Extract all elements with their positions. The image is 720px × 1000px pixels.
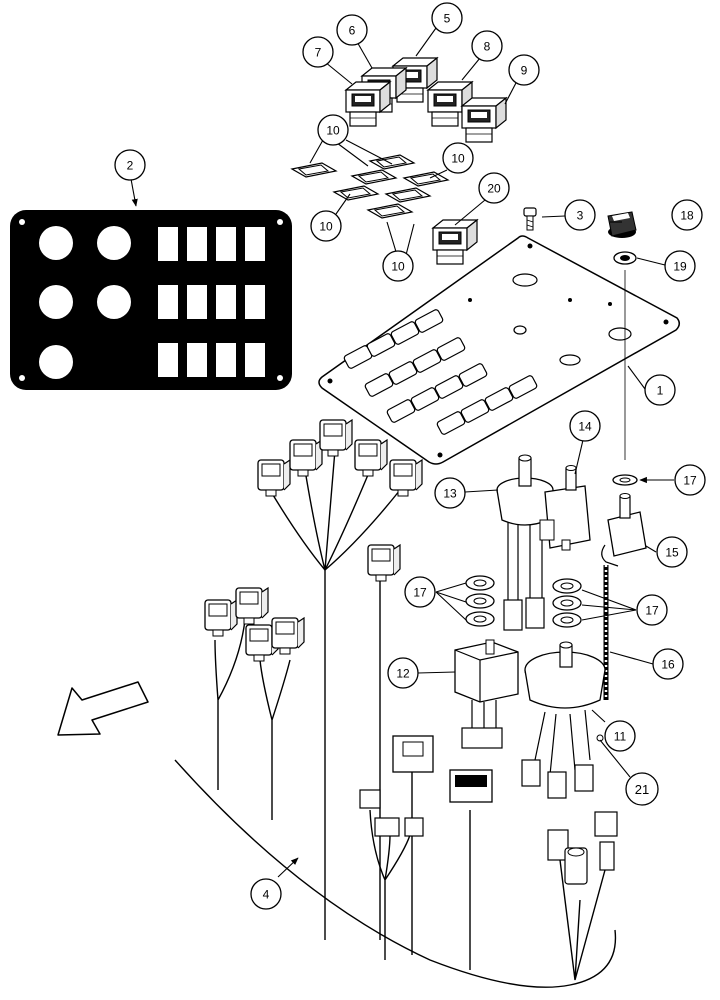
callout-15: 15: [656, 536, 688, 568]
callout-17-top: 17: [674, 464, 706, 496]
callout-12: 12: [387, 657, 419, 689]
callouts: 1 2 3 4 5 6 7 8 9 10 10 10 10 11 12 13 1…: [114, 2, 706, 910]
wiring-harness: [174, 449, 617, 988]
svg-text:11: 11: [614, 730, 627, 744]
rocker-switch-9: [461, 97, 507, 143]
svg-text:12: 12: [396, 667, 410, 681]
callout-21: 21: [625, 772, 659, 806]
callout-18: 18: [671, 199, 703, 231]
callout-14: 14: [569, 410, 601, 442]
callout-20: 20: [478, 172, 510, 204]
callout-8: 8: [471, 30, 503, 62]
switch-lenses: [291, 154, 449, 219]
harness-connectors: [204, 419, 618, 885]
svg-text:3: 3: [577, 209, 584, 223]
screw-3: [523, 207, 537, 231]
switch-15: [601, 474, 647, 567]
svg-text:21: 21: [635, 782, 649, 797]
svg-text:2: 2: [127, 159, 134, 173]
svg-text:6: 6: [349, 24, 356, 38]
callout-10-left: 10: [310, 210, 342, 242]
callout-17-left: 17: [404, 576, 436, 608]
callout-19: 19: [664, 250, 696, 282]
svg-text:10: 10: [326, 124, 340, 138]
svg-text:7: 7: [315, 46, 322, 60]
callout-4: 4: [250, 878, 282, 910]
callout-10-top: 10: [317, 114, 349, 146]
nut-19: [613, 251, 637, 265]
svg-text:9: 9: [521, 64, 528, 78]
svg-text:16: 16: [661, 658, 675, 672]
svg-text:13: 13: [443, 487, 457, 501]
svg-text:10: 10: [319, 220, 333, 234]
svg-text:10: 10: [451, 152, 465, 166]
svg-text:5: 5: [444, 12, 451, 26]
svg-text:14: 14: [578, 420, 592, 434]
callout-7: 7: [302, 36, 334, 68]
switch-14: [539, 465, 591, 551]
callout-11: 11: [604, 720, 636, 752]
washers-17: [465, 575, 582, 628]
callout-6: 6: [336, 14, 368, 46]
callout-2: 2: [114, 149, 146, 181]
leader-lines: [130, 27, 674, 878]
svg-text:1: 1: [657, 384, 664, 398]
mounting-plate: [318, 235, 680, 465]
callout-17-right: 17: [636, 594, 668, 626]
svg-text:17: 17: [413, 586, 427, 600]
callout-10-right: 10: [442, 142, 474, 174]
rotary-switch-13: [496, 454, 554, 631]
knob-18: [607, 211, 637, 238]
svg-text:19: 19: [673, 260, 687, 274]
svg-text:18: 18: [680, 209, 694, 223]
svg-text:17: 17: [683, 474, 697, 488]
svg-text:10: 10: [391, 260, 405, 274]
rocker-switch-7: [345, 81, 391, 127]
faceplate-panel: [10, 210, 292, 390]
callout-9: 9: [508, 54, 540, 86]
callout-10-bottom: 10: [382, 250, 414, 282]
direction-arrow-icon: [57, 681, 149, 736]
relay-12: [454, 639, 519, 749]
svg-text:15: 15: [665, 546, 679, 560]
callout-1: 1: [644, 374, 676, 406]
svg-text:20: 20: [487, 182, 501, 196]
svg-text:4: 4: [263, 888, 270, 902]
callout-5: 5: [431, 2, 463, 34]
callout-3: 3: [564, 199, 596, 231]
callout-13: 13: [434, 477, 466, 509]
rocker-switch-20: [432, 219, 478, 265]
svg-text:17: 17: [645, 604, 659, 618]
rotary-switch-11: [521, 641, 606, 799]
svg-text:8: 8: [484, 40, 491, 54]
callout-16: 16: [652, 648, 684, 680]
